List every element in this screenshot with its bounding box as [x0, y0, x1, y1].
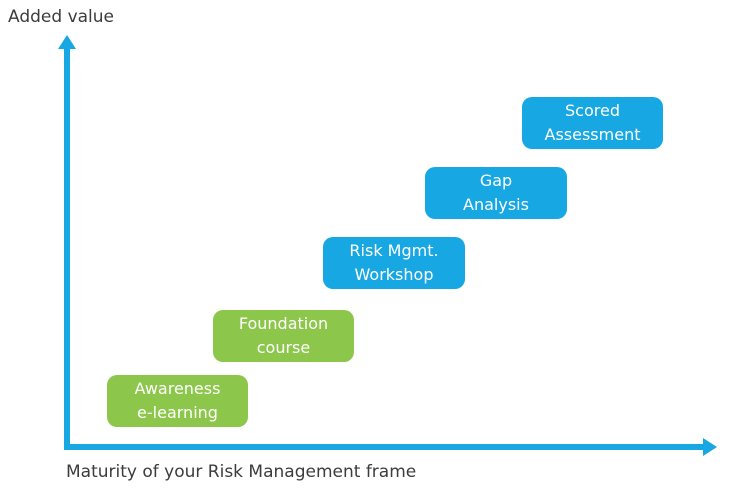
step-box-risk-mgmt-workshop: Risk Mgmt. Workshop — [323, 237, 465, 289]
step-label-line: Awareness — [134, 379, 221, 398]
step-label-line: Risk Mgmt. — [349, 241, 439, 260]
step-label-line: course — [256, 338, 311, 357]
step-label-line: Workshop — [354, 265, 434, 284]
step-label-line: Gap — [479, 171, 513, 190]
x-axis-arrow-icon — [703, 438, 717, 456]
step-label-line: Assessment — [544, 125, 641, 144]
y-axis-label: Added value — [8, 7, 115, 27]
step-label-line: e-learning — [137, 403, 218, 422]
x-axis-line — [64, 444, 704, 450]
step-box-gap-analysis: Gap Analysis — [425, 167, 567, 219]
step-box-foundation-course: Foundation course — [213, 310, 354, 362]
step-box-awareness-elearning: Awareness e-learning — [107, 375, 248, 427]
y-axis-line — [64, 46, 70, 447]
step-label-line: Foundation — [238, 314, 329, 333]
y-axis-arrow-icon — [58, 35, 76, 49]
step-box-scored-assessment: Scored Assessment — [522, 97, 663, 149]
step-label-line: Scored — [565, 101, 620, 120]
step-label-line: Analysis — [463, 195, 529, 214]
x-axis-label: Maturity of your Risk Management frame — [66, 462, 417, 482]
